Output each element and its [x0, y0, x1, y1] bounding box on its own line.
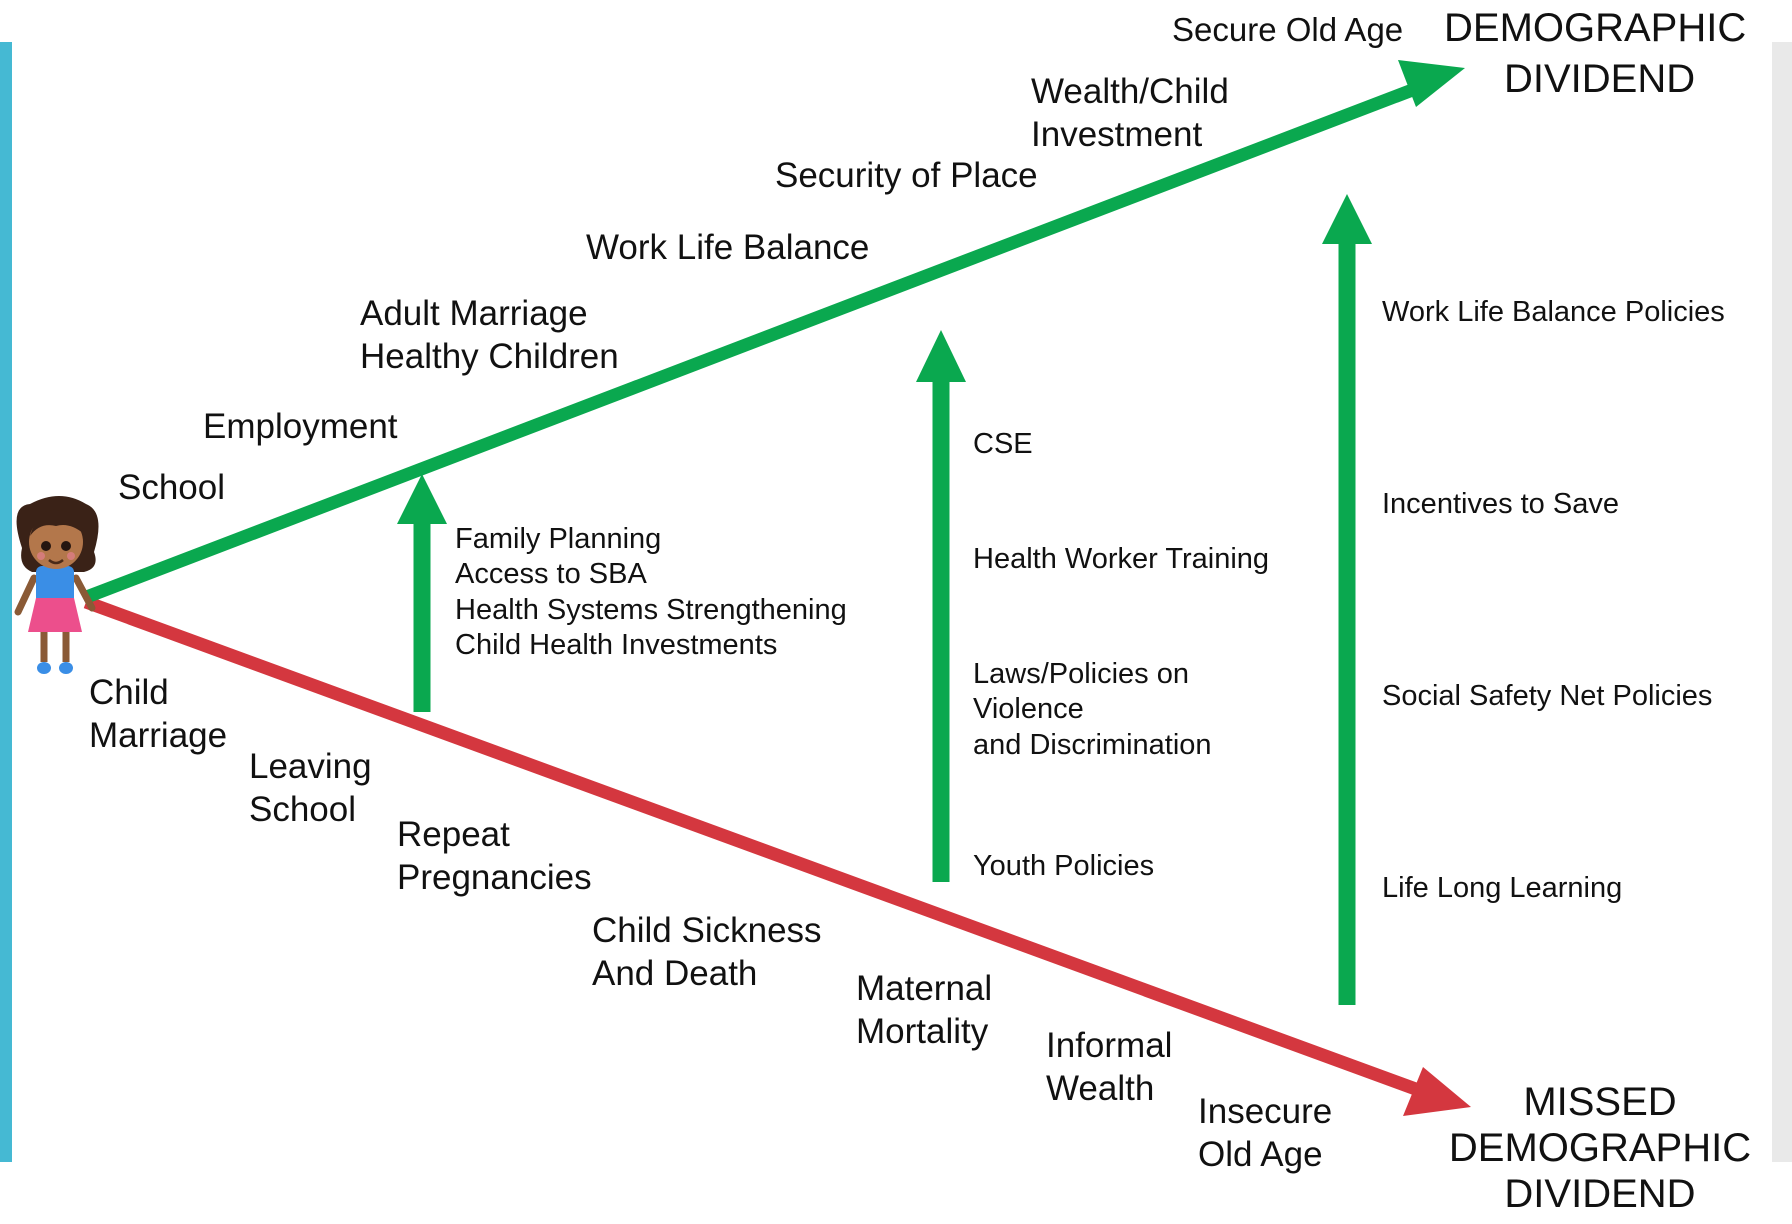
intervention-arrow-3: [1322, 194, 1372, 1005]
milestone-repeat-pregnancies: Repeat Pregnancies: [397, 815, 592, 897]
intervention-health-worker-training: Health Worker Training: [973, 543, 1270, 575]
milestone-leaving-school: Leaving School: [249, 747, 372, 829]
negative-path-arrow: [83, 595, 1471, 1116]
milestone-employment: Employment: [203, 407, 398, 446]
intervention-work-life-balance-policies: Work Life Balance Policies: [1382, 296, 1725, 328]
milestone-work-life-balance: Work Life Balance: [586, 228, 870, 267]
milestone-security-of-place: Security of Place: [775, 156, 1038, 195]
girl-icon: [14, 496, 99, 674]
intervention-laws-policies: Laws/Policies on Violence and Discrimina…: [973, 658, 1212, 761]
left-accent-bar: [0, 42, 12, 1162]
intervention-cse: CSE: [973, 428, 1033, 460]
intervention-arrow-1: [397, 474, 447, 712]
milestone-maternal-mortality: Maternal Mortality: [856, 969, 993, 1051]
milestone-child-marriage: Child Marriage: [89, 673, 228, 755]
intervention-social-safety-net: Social Safety Net Policies: [1382, 680, 1713, 712]
demographic-label: DEMOGRAPHIC: [1444, 6, 1747, 50]
interventions-group-1: Family Planning Access to SBA Health Sys…: [455, 523, 847, 662]
milestone-adult-marriage: Adult Marriage Healthy Children: [360, 294, 619, 376]
intervention-incentives-to-save: Incentives to Save: [1382, 488, 1619, 520]
intervention-arrow-2: [916, 330, 966, 882]
intervention-life-long-learning: Life Long Learning: [1382, 872, 1623, 904]
positive-path-arrow: [81, 60, 1465, 605]
milestone-school: School: [118, 468, 226, 507]
intervention-youth-policies: Youth Policies: [973, 850, 1155, 882]
missed-demographic-dividend-label: MISSED DEMOGRAPHIC DIVIDEND: [1448, 1080, 1752, 1216]
milestone-insecure-old-age: Insecure Old Age: [1198, 1092, 1333, 1174]
milestone-child-sickness-death: Child Sickness And Death: [592, 911, 822, 993]
milestone-informal-wealth: Informal Wealth: [1046, 1026, 1173, 1108]
milestone-wealth-child-investment: Wealth/Child Investment: [1031, 72, 1229, 154]
secure-old-age-label: Secure Old Age: [1172, 11, 1404, 48]
dividend-label: DIVIDEND: [1504, 57, 1696, 101]
right-accent-bar: [1772, 42, 1792, 1162]
